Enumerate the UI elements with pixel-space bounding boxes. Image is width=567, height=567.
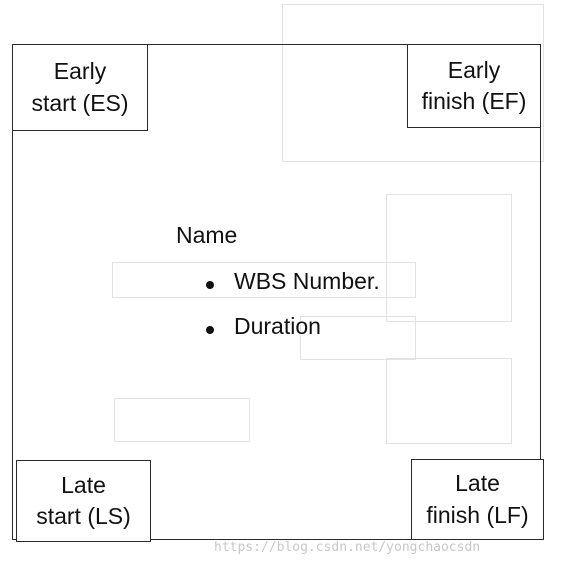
watermark-url: https://blog.csdn.net/yongchaocsdn [214, 540, 481, 555]
early-finish-label-line1: Early [447, 56, 501, 83]
background-ghost-box [112, 262, 416, 298]
background-ghost-box [300, 316, 416, 360]
late-finish-label-line2: finish (LF) [426, 501, 529, 528]
activity-name-label: Name [176, 222, 238, 248]
late-finish-label-line1: Late [455, 470, 500, 497]
bullet-dot-icon [206, 280, 214, 289]
duration-item: Duration [206, 313, 321, 340]
late-start-label-line1: Late [61, 471, 106, 498]
late-finish-box: Late finish (LF) [411, 459, 544, 540]
early-finish-box: Early finish (EF) [407, 44, 541, 128]
wbs-number-item: WBS Number. [206, 268, 380, 295]
wbs-number-label: WBS Number. [234, 268, 380, 294]
background-ghost-box [282, 4, 544, 162]
activity-node-box [12, 44, 541, 540]
early-finish-label-line2: finish (EF) [421, 88, 527, 114]
background-ghost-box [114, 398, 250, 442]
late-start-label-line2: start (LS) [36, 503, 131, 529]
duration-label: Duration [234, 313, 321, 339]
background-ghost-box [386, 358, 512, 444]
early-start-box: Early start (ES) [12, 44, 148, 131]
background-ghost-box [386, 194, 512, 322]
bullet-dot-icon [206, 325, 214, 334]
late-start-box: Late start (LS) [16, 460, 151, 542]
early-start-label-line2: start (ES) [31, 89, 129, 116]
early-start-label-line1: Early [53, 58, 107, 85]
